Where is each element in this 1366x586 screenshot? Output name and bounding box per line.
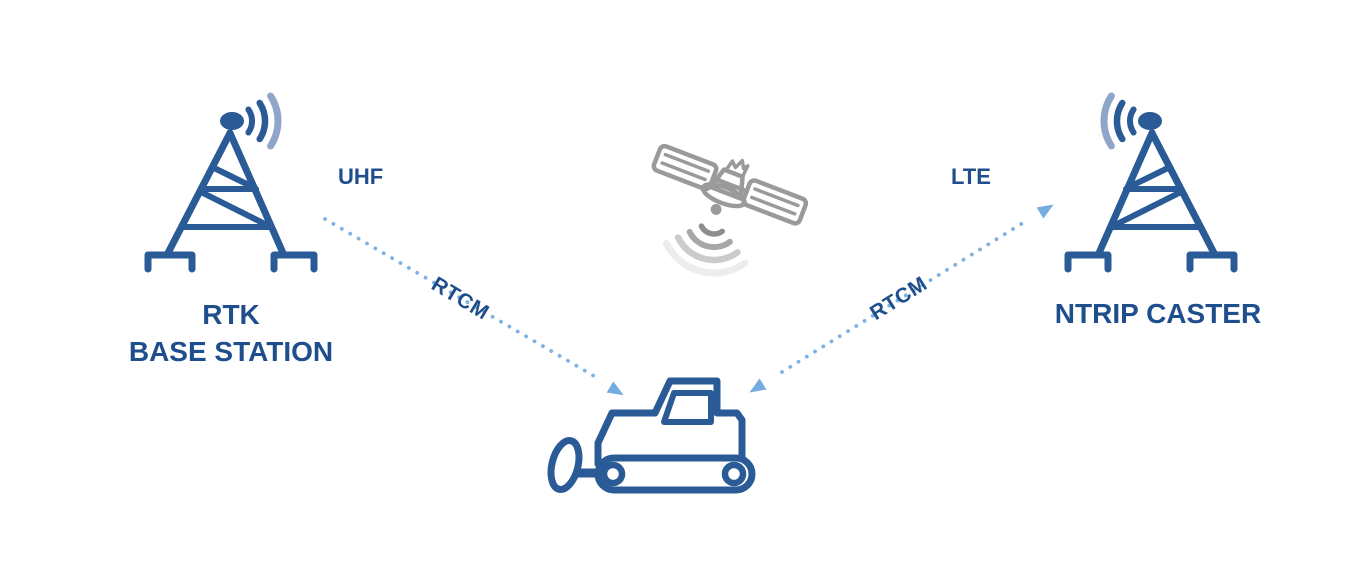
solar-panel [741, 178, 809, 226]
tower-foot [270, 251, 318, 273]
tower-foot [1186, 251, 1238, 273]
antenna-dot [220, 112, 244, 130]
solar-panel-lines [750, 187, 800, 216]
lte-medium-label: LTE [951, 164, 991, 189]
ntrip-caster-label: NTRIP CASTER [1054, 298, 1262, 329]
satellite-signal-wave-icon [686, 228, 733, 251]
cab-window [661, 390, 714, 425]
satellite-dish [700, 182, 747, 209]
signal-wave-icon [245, 106, 255, 136]
track [594, 454, 756, 494]
tower-brace [1124, 164, 1173, 191]
satellite-antennas [724, 158, 750, 179]
rtk-base-station-label: RTK BASE STATION [96, 296, 366, 370]
solar-panel-lines [660, 152, 711, 182]
dish-feed-dot [710, 203, 722, 215]
satellite-signal-wave-icon [674, 234, 741, 264]
satellite-icon [651, 143, 809, 277]
radio-tower-icon [1064, 92, 1238, 273]
signal-wave-icon [1100, 92, 1115, 150]
rtk-label-line2: BASE STATION [128, 336, 334, 367]
bulldozer-icon [547, 377, 756, 494]
rtk-label-line1: RTK [202, 299, 260, 330]
tower-foot [1064, 251, 1112, 273]
tower-brace [209, 164, 258, 191]
satellite-signal-wave-icon [662, 239, 749, 277]
tower-brace [1108, 189, 1184, 230]
satellite-signal-wave-icon [698, 223, 725, 237]
tower-right-leg [1095, 129, 1156, 257]
signal-wave-icon [256, 99, 269, 143]
tower-foot [144, 251, 196, 273]
radio-tower-icon [144, 92, 318, 273]
signal-wave-icon [1127, 106, 1137, 136]
blade [547, 437, 583, 493]
wheel [721, 461, 747, 487]
uhf-payload-label: RTCM [427, 272, 494, 325]
signal-wave-icon [267, 92, 282, 150]
tower-brace [198, 189, 274, 230]
lte-payload-label: RTCM [866, 272, 932, 325]
wheel [600, 461, 626, 487]
arrowhead-icon [1036, 204, 1054, 219]
tower-right-leg [226, 129, 287, 257]
antenna-dot [1138, 112, 1162, 130]
signal-wave-icon [1113, 99, 1126, 143]
uhf-medium-label: UHF [338, 164, 384, 189]
